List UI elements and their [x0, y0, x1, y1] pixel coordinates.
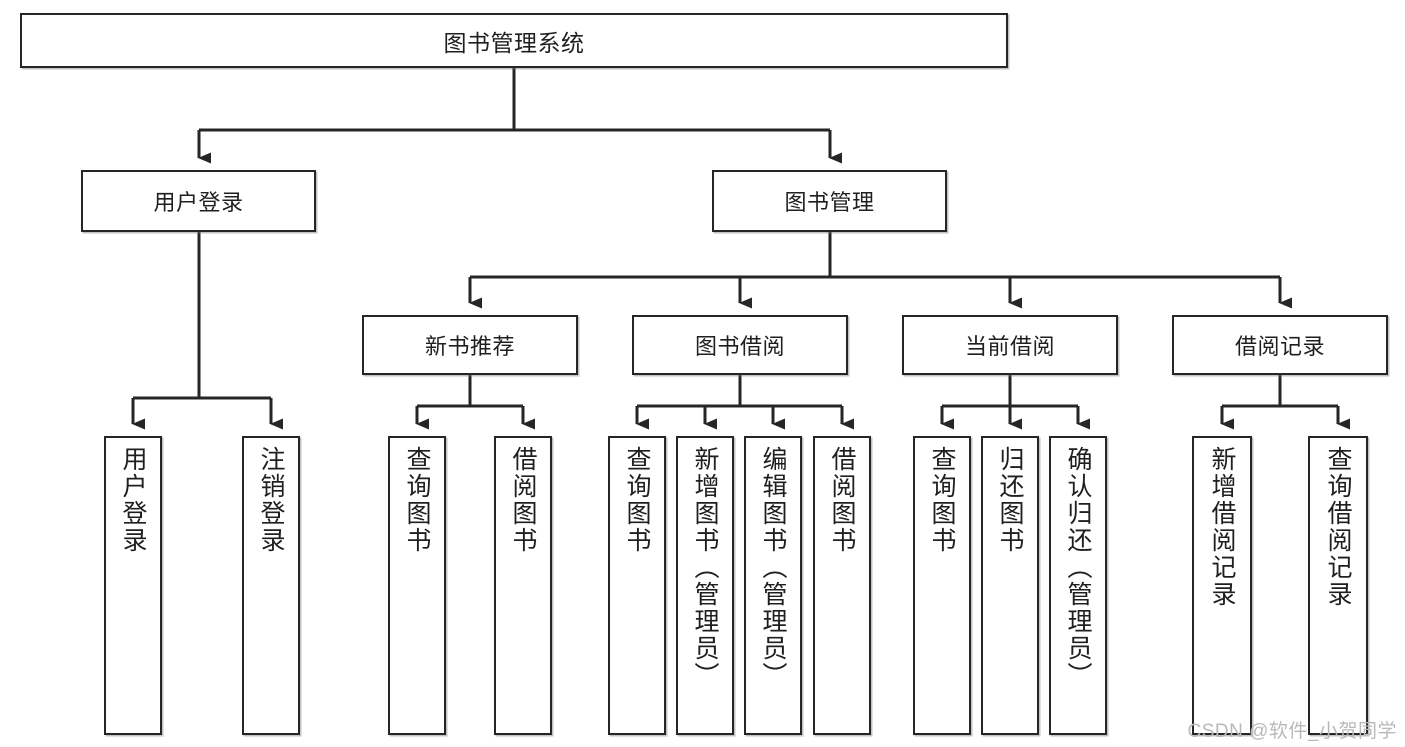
- leaf-query-borrow-record[interactable]: 查询借阅记录: [1308, 436, 1368, 735]
- node-label: 当前借阅: [964, 334, 1055, 359]
- node-label: 查询借阅记录: [1324, 446, 1352, 608]
- leaf-return-book[interactable]: 归还图书: [981, 436, 1039, 735]
- leaf-edit-book-admin[interactable]: 编辑图书（管理员）: [744, 436, 802, 735]
- node-label: 确认归还（管理员）: [1064, 446, 1092, 689]
- node-label: 新增借阅记录: [1208, 446, 1236, 608]
- node-label: 用户登录: [119, 446, 147, 554]
- leaf-query-book-borrow[interactable]: 查询图书: [608, 436, 666, 735]
- leaf-confirm-return-admin[interactable]: 确认归还（管理员）: [1049, 436, 1107, 735]
- node-label: 编辑图书（管理员）: [759, 446, 787, 689]
- leaf-user-login[interactable]: 用户登录: [104, 436, 162, 735]
- leaf-logout[interactable]: 注销登录: [242, 436, 300, 735]
- leaf-borrow-book-recommend[interactable]: 借阅图书: [494, 436, 552, 735]
- node-new-book-recommend[interactable]: 新书推荐: [362, 315, 578, 375]
- node-label: 借阅记录: [1234, 334, 1325, 359]
- node-label: 用户登录: [153, 190, 244, 215]
- node-label: 新增图书（管理员）: [691, 446, 719, 689]
- leaf-query-book-recommend[interactable]: 查询图书: [388, 436, 446, 735]
- leaf-add-book-admin[interactable]: 新增图书（管理员）: [676, 436, 734, 735]
- node-label: 查询图书: [403, 446, 431, 554]
- node-borrow-record[interactable]: 借阅记录: [1172, 315, 1388, 375]
- node-current-borrow[interactable]: 当前借阅: [902, 315, 1118, 375]
- node-label: 查询图书: [623, 446, 651, 554]
- node-label: 新书推荐: [424, 334, 515, 359]
- node-book-borrow[interactable]: 图书借阅: [632, 315, 848, 375]
- node-label: 图书管理系统: [443, 29, 585, 56]
- leaf-add-borrow-record[interactable]: 新增借阅记录: [1192, 436, 1252, 735]
- watermark: CSDN @软件_小贺同学: [1187, 721, 1397, 742]
- node-user-login[interactable]: 用户登录: [81, 170, 316, 232]
- node-label: 图书管理: [784, 190, 875, 215]
- node-root-system[interactable]: 图书管理系统: [20, 13, 1008, 68]
- leaf-query-book-current[interactable]: 查询图书: [913, 436, 971, 735]
- node-label: 归还图书: [996, 446, 1024, 554]
- node-book-management[interactable]: 图书管理: [712, 170, 947, 232]
- node-label: 注销登录: [257, 446, 285, 554]
- node-label: 查询图书: [928, 446, 956, 554]
- node-label: 借阅图书: [509, 446, 537, 554]
- node-label: 图书借阅: [694, 334, 785, 359]
- leaf-borrow-book[interactable]: 借阅图书: [813, 436, 871, 735]
- node-label: 借阅图书: [828, 446, 856, 554]
